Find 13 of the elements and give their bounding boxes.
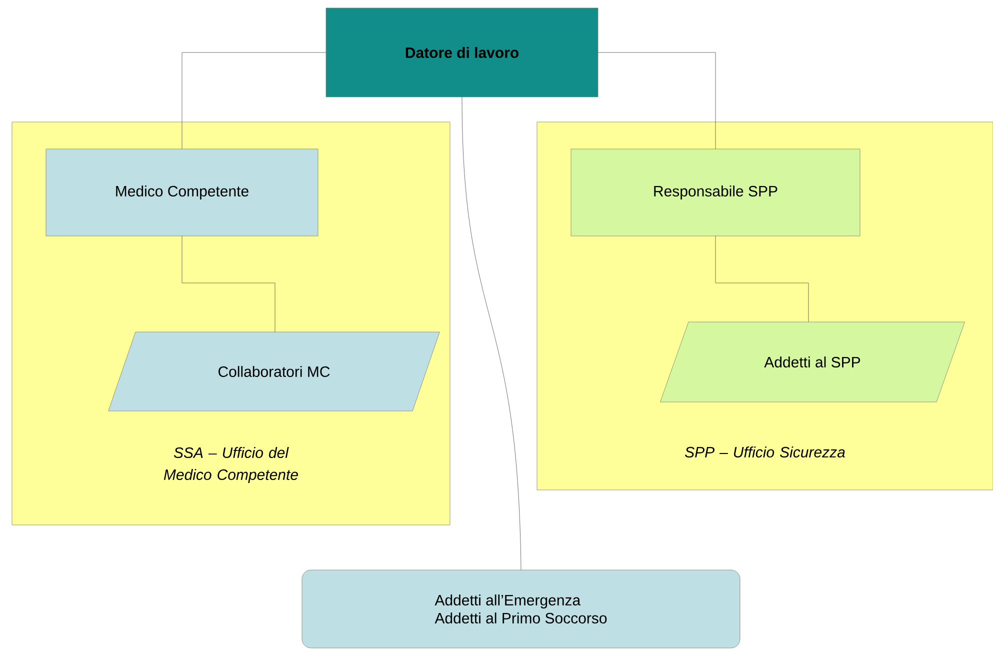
employer-box: Datore di lavoro: [326, 8, 598, 98]
panel-title: SSA – Ufficio del Medico Competente: [164, 447, 298, 483]
connector-line: [462, 96, 522, 570]
connector-line: [182, 236, 276, 332]
connector-line: [715, 236, 809, 322]
connector-line: [598, 52, 716, 150]
connector-line: [182, 52, 326, 150]
staff-parallelogram: Addetti al SPP: [660, 322, 965, 402]
panel-title: SPP – Ufficio Sicurezza: [684, 446, 845, 458]
role-box: Responsabile SPP: [570, 148, 860, 236]
staff-parallelogram: Collaboratori MC: [108, 332, 440, 412]
role-box: Medico Competente: [46, 148, 318, 236]
team-box: Addetti all’Emergenza Addetti al Primo Soccorso: [302, 570, 740, 648]
